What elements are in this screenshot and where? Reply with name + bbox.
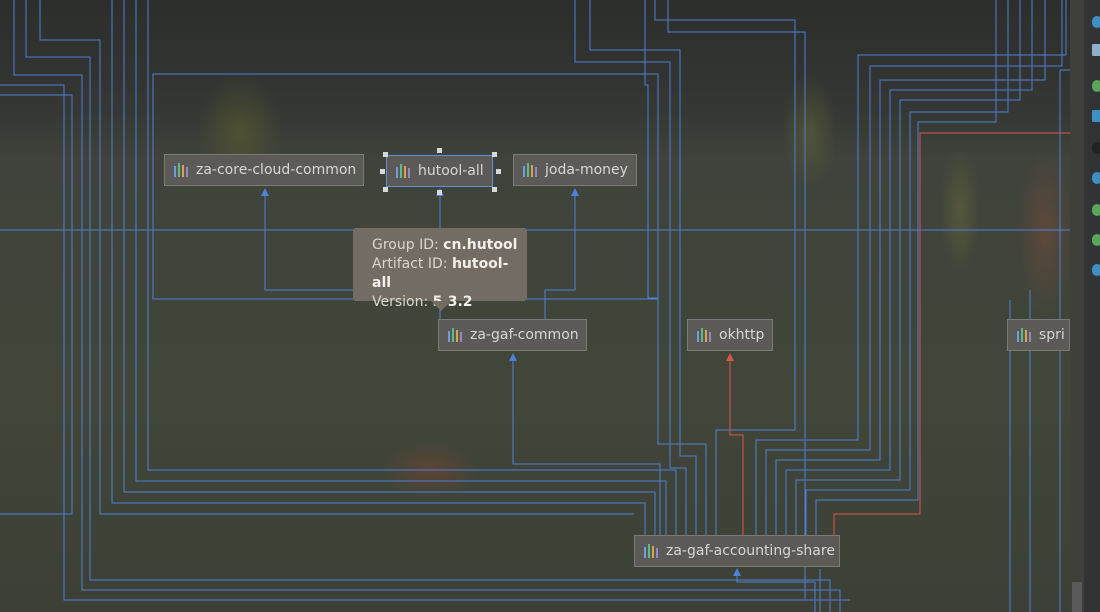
vertical-scrollbar[interactable] (1070, 0, 1084, 612)
node-label: spri (1039, 327, 1065, 343)
edge (25, 0, 831, 612)
arrow-head-conflict (726, 353, 734, 361)
edge (795, 0, 1021, 535)
bean-icon[interactable] (1092, 142, 1100, 154)
scrollbar-thumb[interactable] (1072, 582, 1082, 612)
maven-library-icon (174, 163, 188, 177)
selection-handle[interactable] (383, 187, 388, 192)
tooltip-artifact-row: Artifact ID: hutool-all (372, 256, 509, 291)
selection-handle[interactable] (437, 148, 442, 153)
tooltip-group-value: cn.hutool (443, 237, 518, 253)
selection-handle[interactable] (492, 152, 497, 157)
maven-library-icon (644, 544, 658, 558)
maven-icon[interactable] (1092, 16, 1100, 28)
maven-library-icon (396, 164, 410, 178)
node-label: hutool-all (418, 163, 484, 179)
node-joda-money[interactable]: joda-money (513, 154, 637, 186)
node-label: joda-money (545, 162, 628, 178)
edge (654, 0, 796, 535)
tooltip-artifact-value: hutool-all (372, 256, 509, 291)
edge (775, 0, 1046, 535)
node-spring[interactable]: spri (1007, 319, 1070, 351)
ant-icon[interactable] (1092, 110, 1100, 122)
edge (815, 0, 997, 535)
arrow-head (733, 568, 741, 576)
maven-library-icon (697, 328, 711, 342)
tooltip-group-row: Group ID: cn.hutool (372, 237, 518, 253)
edge (39, 0, 634, 515)
edge (0, 94, 73, 515)
edge (667, 0, 806, 600)
settings-icon[interactable] (1092, 264, 1100, 276)
plugin-icon[interactable] (1092, 234, 1100, 246)
node-za-gaf-accounting-share[interactable]: za-gaf-accounting-share (634, 535, 840, 567)
spring-icon[interactable] (1092, 172, 1100, 184)
node-label: okhttp (719, 327, 765, 343)
gradle-icon[interactable] (1092, 44, 1100, 56)
tooltip-pointer (431, 301, 451, 311)
edge-conflict (833, 132, 1070, 535)
node-label: za-core-cloud-common (196, 162, 357, 178)
edge (1059, 69, 1070, 612)
arrow-head (509, 353, 517, 361)
edge (13, 0, 841, 612)
edge (0, 84, 850, 601)
tooltip-version-row: Version: 5.3.2 (372, 294, 473, 310)
edge-conflict (729, 354, 744, 535)
edge (111, 0, 646, 535)
node-label: za-gaf-common (470, 327, 579, 343)
node-hutool-all[interactable]: hutool-all (386, 155, 493, 187)
selection-handle[interactable] (380, 169, 385, 174)
selection-handle[interactable] (383, 152, 388, 157)
edge (805, 0, 1009, 535)
edge (544, 190, 576, 320)
maven-library-icon (448, 328, 462, 342)
node-label: za-gaf-accounting-share (666, 543, 835, 559)
leaf-icon[interactable] (1092, 204, 1100, 216)
selection-handle[interactable] (437, 190, 442, 195)
edge (755, 0, 1067, 535)
edge (512, 354, 661, 535)
database-icon[interactable] (1092, 80, 1100, 92)
edge (147, 0, 677, 535)
selection-handle[interactable] (496, 169, 501, 174)
edge (123, 0, 656, 535)
arrow-head (571, 188, 579, 196)
maven-library-icon (1017, 328, 1031, 342)
selection-handle[interactable] (492, 187, 497, 192)
edge (135, 0, 667, 535)
edge (574, 0, 687, 535)
arrow-head (261, 188, 269, 196)
node-okhttp[interactable]: okhttp (687, 319, 773, 351)
dependency-tooltip: Group ID: cn.hutool Artifact ID: hutool-… (353, 228, 527, 310)
maven-library-icon (523, 163, 537, 177)
node-za-core-cloud-common[interactable]: za-core-cloud-common (164, 154, 364, 186)
edge (589, 0, 697, 535)
edge (644, 0, 707, 535)
edge (785, 0, 1033, 535)
node-za-gaf-common[interactable]: za-gaf-common (438, 319, 587, 351)
